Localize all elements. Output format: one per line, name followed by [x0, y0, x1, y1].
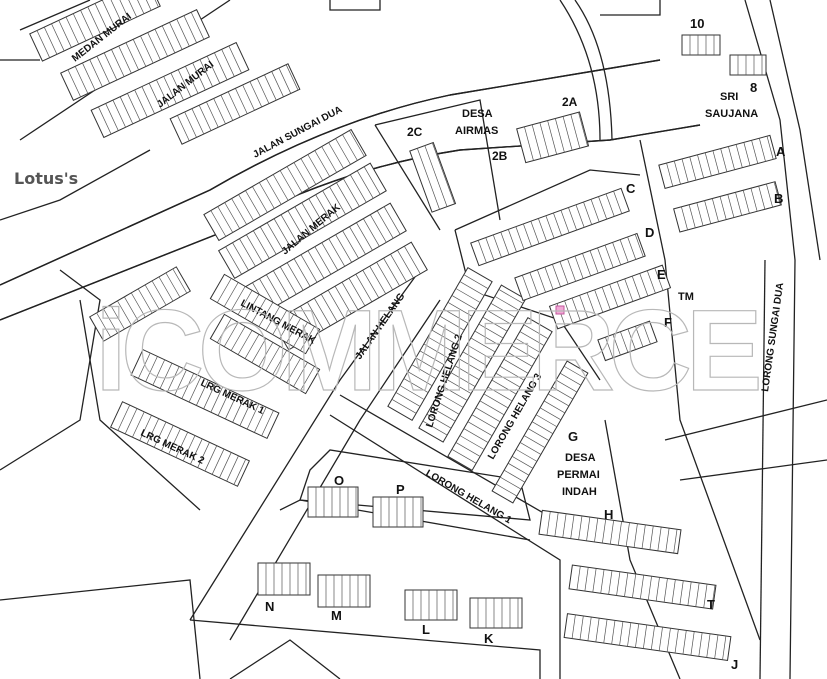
- block-m: M: [331, 608, 342, 623]
- block-h: H: [604, 507, 613, 522]
- watermark-tm: TM: [678, 291, 694, 303]
- block-n: N: [265, 599, 274, 614]
- block-d: D: [645, 225, 654, 240]
- block-2b: 2B: [492, 149, 508, 163]
- block-f: F: [664, 315, 672, 330]
- label-desa-permai-1: DESA: [565, 452, 596, 464]
- block-j: J: [731, 657, 738, 672]
- block-k: K: [484, 631, 494, 646]
- block-8: 8: [750, 80, 757, 95]
- merak-blocks: [89, 128, 428, 487]
- block-p: P: [396, 482, 405, 497]
- block-2c: 2C: [407, 125, 423, 139]
- label-desa-airmas-1: DESA: [462, 108, 493, 120]
- highlight-marker[interactable]: [555, 305, 565, 315]
- block-g: G: [568, 429, 578, 444]
- block-e: E: [657, 267, 666, 282]
- block-2a: 2A: [562, 95, 578, 109]
- label-sri-saujana-2: SAUJANA: [705, 108, 758, 120]
- label-lotus: Lotus's: [14, 169, 78, 188]
- block-c: C: [626, 181, 636, 196]
- block-10: 10: [690, 16, 704, 31]
- helang-blocks: [387, 267, 589, 504]
- murai-blocks: [29, 0, 301, 145]
- clusters: [257, 34, 767, 629]
- label-desa-permai-3: INDAH: [562, 486, 597, 498]
- block-b: B: [774, 191, 783, 206]
- watermark: iCOMMERCE: [95, 287, 759, 415]
- block-a: A: [776, 144, 786, 159]
- block-l: L: [422, 622, 430, 637]
- label-desa-permai-2: PERMAI: [557, 469, 600, 481]
- label-sri-saujana-1: SRI: [720, 91, 738, 103]
- label-desa-airmas-2: AIRMAS: [455, 125, 498, 137]
- terrace-rows: [470, 134, 782, 661]
- block-t: T: [707, 597, 715, 612]
- block-o: O: [334, 473, 344, 488]
